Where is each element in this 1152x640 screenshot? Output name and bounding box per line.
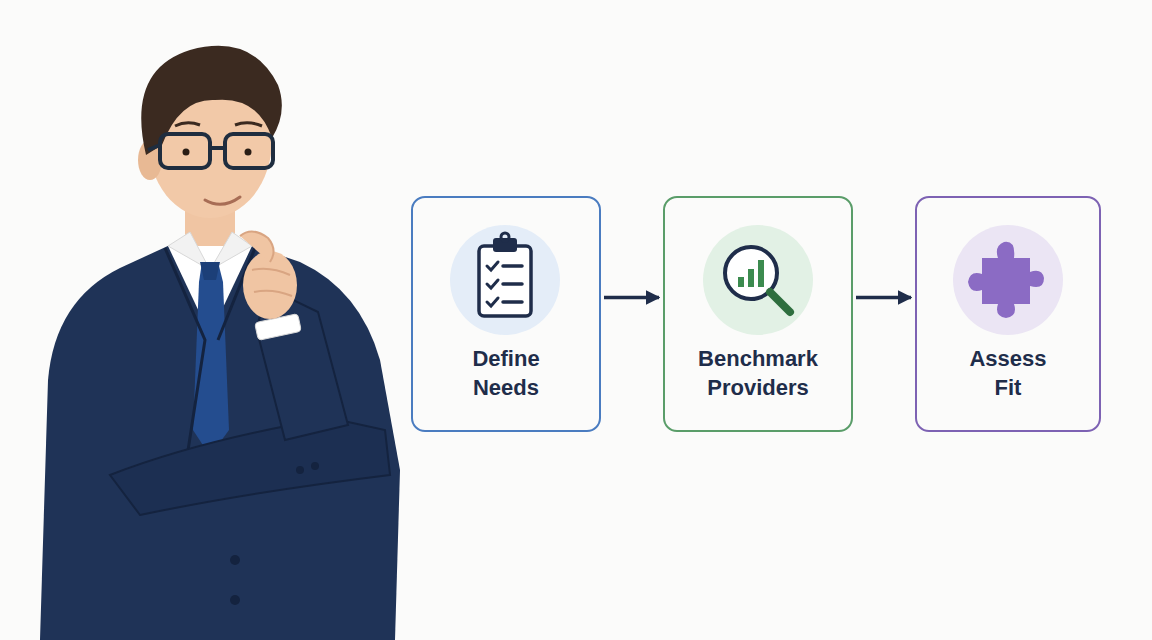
flow-arrow [604, 296, 659, 300]
box-label: Assess Fit [969, 344, 1046, 402]
process-box: Define Needs [411, 196, 601, 432]
box-label: Benchmark Providers [698, 344, 818, 402]
businessman-figure [40, 46, 400, 640]
magnifier-chart-icon [703, 225, 813, 335]
clipboard-icon [450, 225, 560, 335]
process-box: Assess Fit [915, 196, 1101, 432]
flow-arrow [856, 296, 911, 300]
box-label: Define Needs [472, 344, 539, 402]
puzzle-icon [953, 225, 1063, 335]
process-box: Benchmark Providers [663, 196, 853, 432]
